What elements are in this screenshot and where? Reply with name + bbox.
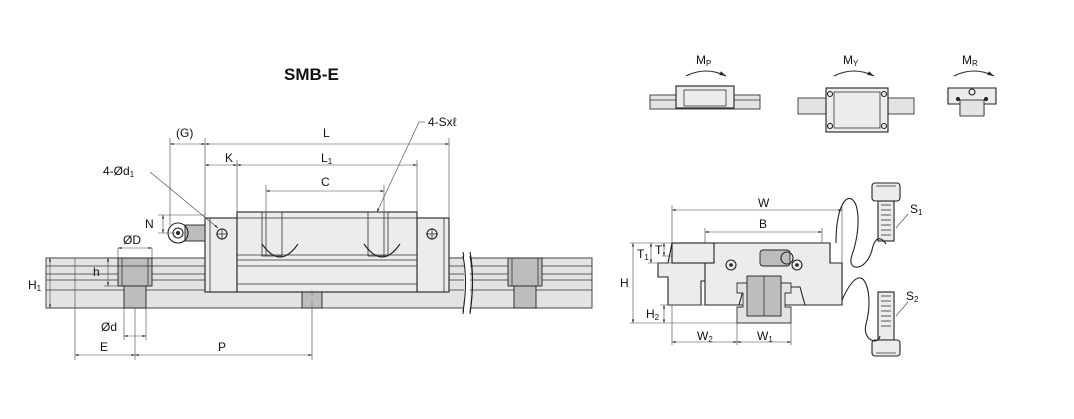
label-h-end: H bbox=[620, 276, 629, 290]
label-g: (G) bbox=[176, 126, 193, 140]
svg-text:MY: MY bbox=[843, 53, 859, 68]
label-w: W bbox=[758, 196, 770, 210]
label-b: B bbox=[759, 217, 767, 231]
label-h2: H2 bbox=[646, 307, 660, 322]
rail-bolt-right bbox=[507, 257, 543, 309]
label-w2: W2 bbox=[697, 329, 713, 344]
end-dimensions bbox=[630, 205, 843, 345]
label-t: T bbox=[655, 243, 663, 257]
carriage-block bbox=[204, 211, 450, 293]
label-l1: L1 bbox=[321, 151, 333, 166]
side-view: (G) L K L1 C 4-Ød1 4-Sxℓ N ØD h H1 Ød E … bbox=[28, 115, 593, 360]
side-dimensions bbox=[48, 121, 450, 360]
moment-icons: MP MY MR bbox=[649, 53, 997, 133]
label-p: P bbox=[218, 340, 226, 354]
svg-text:MR: MR bbox=[962, 53, 978, 68]
svg-text:MP: MP bbox=[696, 53, 711, 68]
bolt-s1 bbox=[871, 182, 909, 242]
label-s2: S2 bbox=[906, 289, 919, 304]
s1-link bbox=[835, 198, 887, 268]
label-l: L bbox=[323, 126, 330, 140]
label-4-d1: 4-Ød1 bbox=[103, 164, 135, 179]
label-4-sxl: 4-Sxℓ bbox=[428, 115, 457, 129]
moment-mp: MP bbox=[649, 53, 761, 110]
label-s1: S1 bbox=[910, 202, 923, 217]
label-k: K bbox=[225, 151, 233, 165]
moment-my: MY bbox=[797, 53, 915, 133]
label-h: h bbox=[93, 265, 100, 279]
label-n: N bbox=[145, 217, 154, 231]
label-od-small: Ød bbox=[101, 320, 117, 334]
label-e: E bbox=[100, 340, 108, 354]
s2-link bbox=[841, 277, 881, 342]
label-od: ØD bbox=[123, 233, 141, 247]
model-title: SMB-E bbox=[284, 65, 339, 84]
label-h1: H1 bbox=[28, 278, 42, 293]
end-seal-lip bbox=[671, 242, 715, 264]
end-view: W B T1 T H H2 W2 W1 S1 S2 bbox=[620, 182, 923, 357]
moment-mr: MR bbox=[947, 53, 997, 117]
bolt-s2 bbox=[871, 291, 909, 357]
label-t1: T1 bbox=[637, 247, 649, 262]
label-c: C bbox=[321, 175, 330, 189]
label-w1: W1 bbox=[757, 329, 773, 344]
